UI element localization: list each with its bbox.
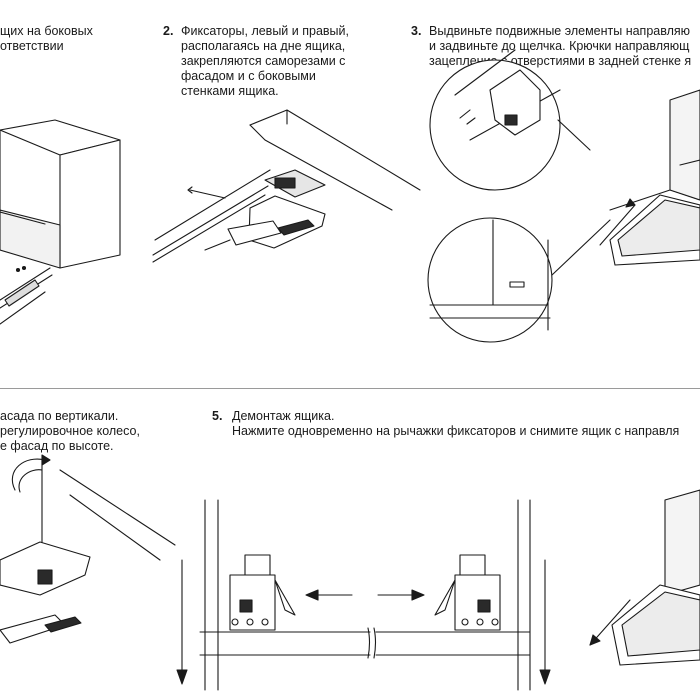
step2-line1: Фиксаторы, левый и правый, [181, 24, 349, 38]
step4-line1: асада по вертикали. [0, 409, 119, 423]
step1-line2: ответствии [0, 39, 64, 53]
step5-number: 5. [212, 409, 223, 423]
step4-adjust-illustration [0, 454, 176, 644]
step4-line2: регулировочное колесо, [0, 424, 140, 438]
step2-line5: стенками ящика. [181, 84, 279, 98]
step3-line2: и задвиньте до щелчка. Крючки направляющ [429, 39, 690, 53]
step5-line1: Демонтаж ящика. [232, 409, 335, 423]
step2-line4: фасадом и с боковыми [181, 69, 316, 83]
step5-line2: Нажмите одновременно на рычажки фиксатор… [232, 424, 680, 438]
step3-line1: Выдвиньте подвижные элементы направляю [429, 24, 691, 38]
step3-line3: зацепление с отверстиями в задней стенке… [429, 54, 692, 68]
step5-removal-illustration [176, 489, 700, 691]
step2-line2: располагаясь на дне ящика, [181, 39, 346, 53]
step3-number: 3. [411, 24, 422, 38]
section-divider [0, 388, 700, 389]
step3-zoom-illustration [427, 49, 700, 343]
step2-line3: закрепляются саморезами с [181, 54, 346, 68]
step2-number: 2. [163, 24, 174, 38]
step1-line1: щих на боковых [0, 24, 93, 38]
step2-fixator-illustration [152, 109, 421, 263]
step1-cabinet-illustration [0, 119, 121, 325]
step4-line3: е фасад по высоте. [0, 439, 114, 453]
